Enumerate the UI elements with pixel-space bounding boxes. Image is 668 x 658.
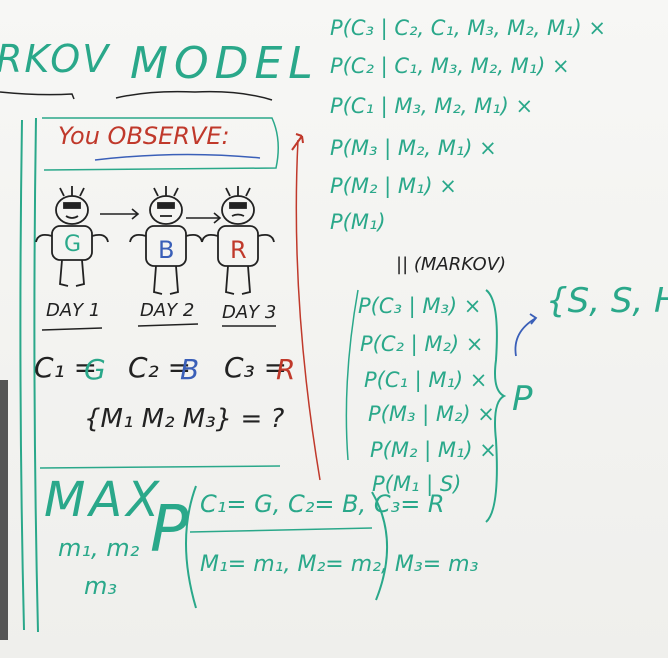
markov-term-3: P(C₁ | M₁) ×: [364, 368, 488, 392]
day2-underline: [137, 323, 199, 327]
max-paren-right: [371, 491, 389, 601]
markov-left-bracket: [345, 289, 359, 461]
day3-label: DAY 3: [222, 302, 277, 323]
header-brace-model: [115, 90, 273, 101]
unknowns-set: {M₁ M₂ M₃} = ?: [84, 404, 285, 434]
max-label: MAX: [44, 472, 164, 528]
robot-day2-letter: B: [158, 236, 175, 264]
chain-term-6: P(M₁): [330, 210, 386, 234]
chain-term-3: P(C₁ | M₃, M₂, M₁) ×: [330, 94, 534, 118]
day1-label: DAY 1: [46, 300, 101, 321]
red-arrow-curve: [295, 139, 321, 481]
day1-underline: [41, 327, 103, 331]
robot-day1-figure: [35, 186, 109, 287]
markov-term-4: P(M₃ | M₂) ×: [368, 402, 495, 426]
max-cond-bar: [189, 527, 373, 533]
result-state-set: {S, S, H}: [546, 281, 668, 321]
chain-term-2: P(C₂ | C₁, M₃, M₂, M₁) ×: [330, 54, 570, 78]
robot-day2-figure: [129, 186, 203, 295]
max-cond-bottom: M₁= m₁, M₂= m₂, M₃= m₃: [200, 552, 479, 577]
arrow-day1-day2: [100, 208, 140, 220]
chain-term-5: P(M₂ | M₁) ×: [330, 174, 457, 198]
header-model: MODEL: [130, 38, 319, 89]
max-paren: [185, 485, 197, 609]
c2-label: C₂ =: [128, 351, 192, 384]
chain-term-4: P(M₃ | M₂, M₁) ×: [330, 136, 497, 160]
left-frame-line-2: [33, 117, 39, 633]
max-vars-line1: m₁, m₂: [58, 534, 140, 562]
day2-label: DAY 2: [140, 300, 195, 321]
markov-term-2: P(C₂ | M₂) ×: [360, 332, 484, 356]
observe-underline: [94, 153, 261, 161]
max-divider: [39, 465, 281, 469]
robot-day3-letter: R: [230, 236, 247, 264]
c2-value: B: [180, 353, 200, 386]
wall-edge: [0, 380, 8, 640]
markov-brace: [485, 289, 507, 523]
max-p-symbol: P: [150, 493, 189, 567]
header-brace-left: [0, 91, 75, 100]
max-vars-line2: m₃: [84, 572, 117, 600]
observe-box: [42, 117, 279, 171]
result-p: P: [512, 379, 533, 419]
c1-value: G: [84, 353, 106, 386]
markov-term-6: P(M₁ | S): [372, 472, 462, 496]
arrow-day2-day3: [186, 212, 222, 224]
markov-term-1: P(C₃ | M₃) ×: [358, 294, 482, 318]
you-observe-label: You OBSERVE:: [58, 122, 230, 150]
red-arrow: [291, 133, 304, 151]
robot-day3-figure: [201, 186, 275, 295]
c3-label: C₃ =: [224, 351, 288, 384]
chain-term-1: P(C₃ | C₂, C₁, M₃, M₂, M₁) ×: [330, 16, 607, 40]
header-markov-fragment: RKOV: [0, 37, 111, 81]
markov-assumption-label: || (MARKOV): [396, 254, 507, 275]
left-frame-line-1: [19, 119, 25, 631]
markov-term-5: P(M₂ | M₁) ×: [370, 438, 497, 462]
robot-day1-letter: G: [64, 232, 82, 257]
arrow-to-set: [514, 313, 538, 357]
max-cond-top: C₁= G, C₂= B, C₃= R: [200, 490, 445, 518]
c3-value: R: [276, 353, 296, 386]
c1-label: C₁ =: [34, 351, 98, 384]
